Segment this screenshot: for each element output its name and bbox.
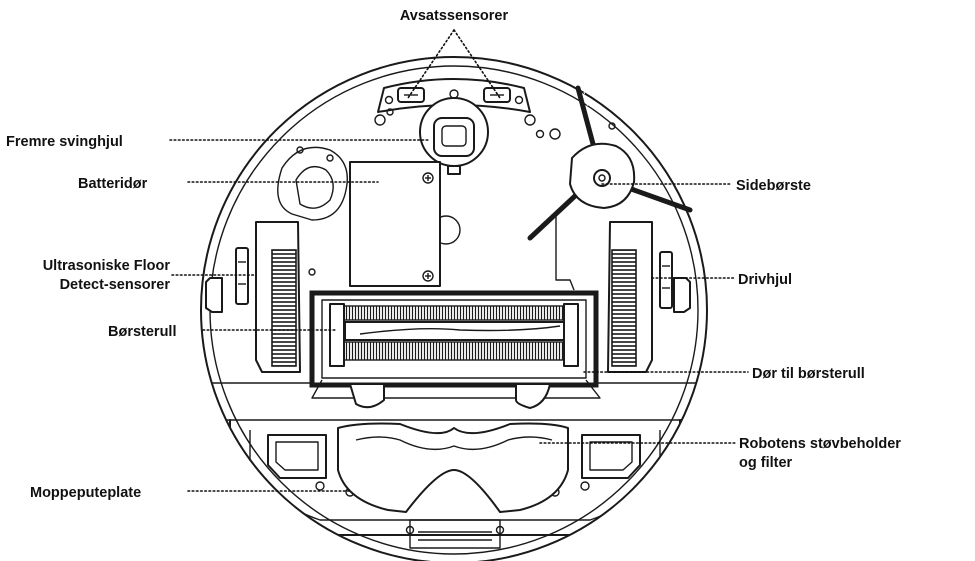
left-recess [277, 146, 348, 221]
label-brushroll-door: Dør til børsterull [752, 366, 865, 382]
label-floor-detect-line2: Detect-sensorer [60, 277, 171, 293]
label-brushroll: Børsterull [108, 324, 177, 340]
left-drive-wheel [235, 221, 301, 373]
right-drive-wheel [607, 221, 673, 373]
label-mop-pad-plate: Moppeputeplate [30, 485, 141, 501]
left-recess-inner [295, 166, 334, 209]
label-dust-bin-line1: Robotens støvbeholder [739, 436, 901, 452]
robot-body [200, 56, 708, 561]
label-floor-detect-line1: Ultrasoniske Floor [43, 258, 171, 274]
label-side-brush: Sidebørste [736, 178, 811, 194]
label-drive-wheels: Drivhjul [738, 272, 792, 288]
label-front-caster: Fremre svinghjul [6, 134, 123, 150]
leader-lines [169, 29, 749, 492]
plus-screw-icon [422, 270, 434, 282]
label-dust-bin-line2: og filter [739, 455, 793, 471]
front-caster-wheel [419, 97, 489, 175]
brushroll [329, 303, 579, 367]
plus-screw-icon [422, 172, 434, 184]
label-cliff-sensors: Avsatssensorer [400, 8, 509, 24]
side-brush [527, 85, 693, 291]
dust-bin [337, 422, 569, 549]
battery-door [349, 161, 441, 287]
label-battery-door: Batteridør [78, 176, 148, 192]
